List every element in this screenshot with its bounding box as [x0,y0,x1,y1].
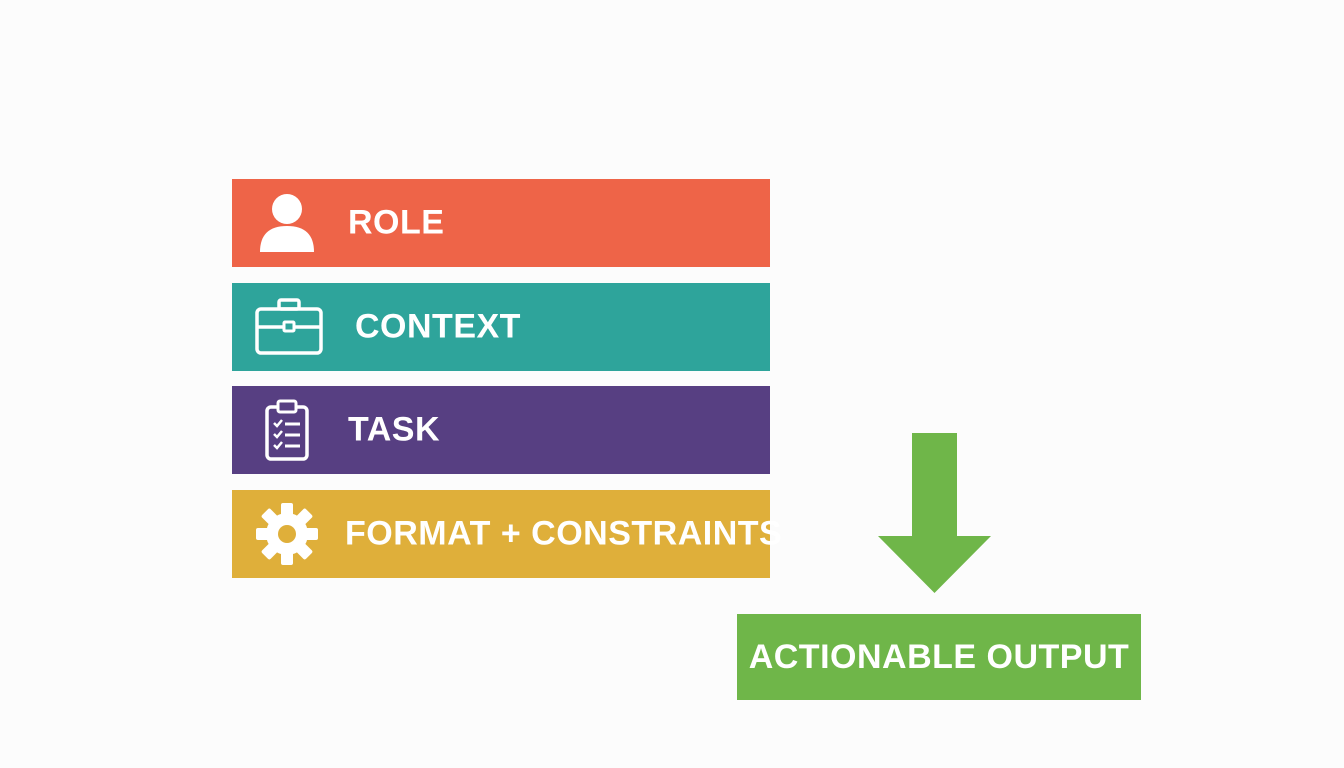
down-arrow-icon [878,433,991,600]
briefcase-icon [254,283,324,371]
role-layer: ROLE [232,179,770,267]
person-icon [258,179,316,267]
task-layer: TASK [232,386,770,474]
gear-icon [252,490,322,578]
format-constraints-layer: FORMAT + CONSTRAINTS [232,490,782,578]
actionable-output-box: ACTIONABLE OUTPUT [737,614,1141,700]
role-label: ROLE [348,203,445,242]
actionable-output-label: ACTIONABLE OUTPUT [748,637,1130,676]
task-label: TASK [348,410,441,449]
clipboard-checklist-icon [262,386,312,474]
context-label: CONTEXT [355,307,521,346]
format-constraints-label: FORMAT + CONSTRAINTS [345,514,783,553]
context-layer: CONTEXT [232,283,770,371]
